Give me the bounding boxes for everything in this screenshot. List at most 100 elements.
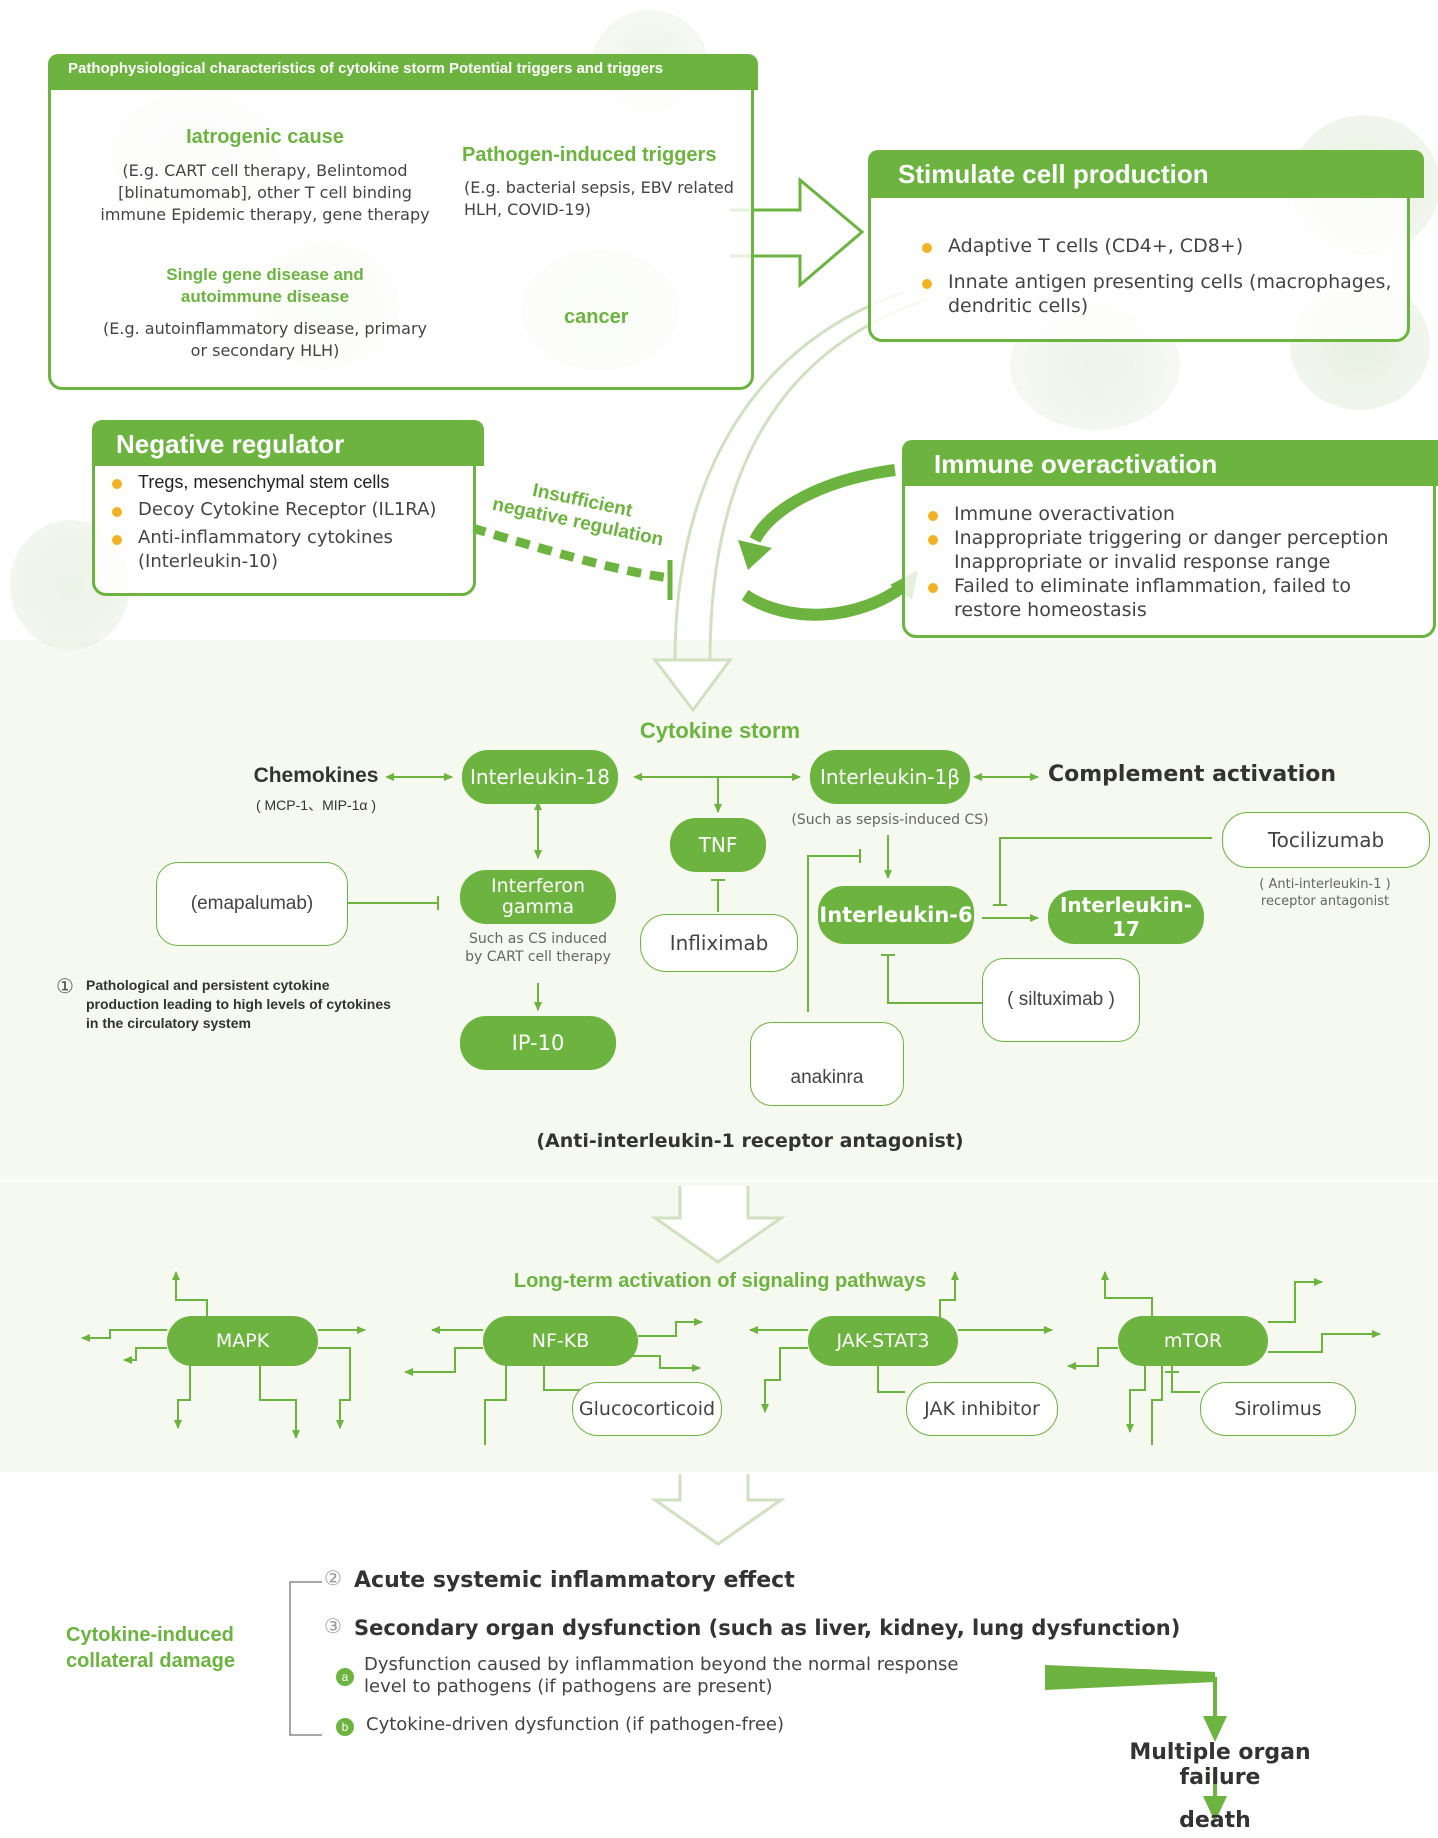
desc-line: immune Epidemic therapy, gene therapy (100, 205, 430, 224)
damage-item: Secondary organ dysfunction (such as liv… (354, 1616, 1181, 1640)
node-label: NF-KB (531, 1330, 590, 1352)
interleukin-1b-node: Interleukin-1β (810, 750, 970, 804)
item-line: Anti-inflammatory cytokines (138, 527, 393, 548)
damage-badge: a (336, 1668, 354, 1686)
note-number: ① (56, 976, 74, 998)
desc-line: HLH, COVID-19) (464, 200, 591, 219)
label-line: collateral damage (66, 1650, 235, 1672)
jak-inhibitor-drug: JAK inhibitor (906, 1382, 1058, 1436)
anakinra-drug: anakinra (750, 1022, 904, 1106)
node-label: JAK-STAT3 (836, 1330, 930, 1352)
immune-item: Inappropriate triggering or danger perce… (928, 526, 1428, 574)
chemokines-label: Chemokines (253, 764, 379, 787)
node-label: TNF (698, 833, 738, 857)
damage-label: Cytokine-induced collateral damage (66, 1622, 286, 1674)
triggers-box (48, 54, 754, 390)
interleukin-18-node: Interleukin-18 (462, 750, 618, 804)
ifn-note: Such as CS induced by CART cell therapy (438, 930, 638, 966)
stimulate-header: Stimulate cell production (868, 150, 1424, 198)
interleukin-6-node: Interleukin-6 (818, 886, 974, 944)
tocilizumab-drug: Tocilizumab (1222, 812, 1430, 868)
sepsis-note: (Such as sepsis-induced CS) (791, 812, 989, 828)
desc-line: (E.g. bacterial sepsis, EBV related (464, 178, 734, 197)
node-label: Interleukin-6 (819, 903, 973, 927)
sirolimus-drug: Sirolimus (1200, 1382, 1356, 1436)
immune-item: Immune overactivation (928, 502, 1428, 526)
label-line: Cytokine-induced (66, 1624, 234, 1646)
title-line: autoimmune disease (180, 287, 350, 306)
stimulate-item: Innate antigen presenting cells (macroph… (922, 270, 1402, 318)
tocilizumab-note: ( Anti-interleukin-1 ) receptor antagoni… (1222, 876, 1428, 910)
iatrogenic-title: Iatrogenic cause (186, 126, 344, 148)
ip-10-node: IP-10 (460, 1016, 616, 1070)
note-line: Pathological and persistent cytokine (86, 977, 330, 993)
single-gene-title: Single gene disease and autoimmune disea… (120, 264, 410, 308)
item-line: level to pathogens (if pathogens are pre… (364, 1676, 773, 1697)
node-line: gamma (501, 896, 575, 918)
complement-label: Complement activation (1048, 762, 1337, 787)
item-line: restore homeostasis (954, 599, 1147, 621)
negative-regulator-item: Tregs, mesenchymal stem cells (112, 470, 472, 494)
negative-regulator-item: Decoy Cytokine Receptor (IL1RA) (112, 498, 472, 522)
glucocorticoid-drug: Glucocorticoid (572, 1382, 722, 1436)
mtor-node: mTOR (1118, 1316, 1268, 1366)
item-line: Inappropriate or invalid response range (954, 551, 1331, 573)
triggers-header: Pathophysiological characteristics of cy… (48, 54, 758, 90)
jak-stat3-node: JAK-STAT3 (808, 1316, 958, 1366)
tnf-node: TNF (670, 818, 766, 872)
negative-regulator-list: Tregs, mesenchymal stem cells Decoy Cyto… (112, 470, 472, 574)
item-line: dendritic cells) (948, 295, 1089, 317)
drug-label: JAK inhibitor (924, 1398, 1040, 1420)
note-line: by CART cell therapy (465, 949, 611, 965)
item-line: (Interleukin-10) (138, 551, 279, 572)
damage-item: Acute systemic inflammatory effect (354, 1568, 795, 1593)
pathogen-desc: (E.g. bacterial sepsis, EBV related HLH,… (464, 177, 764, 221)
nfkb-node: NF-KB (483, 1316, 638, 1366)
desc-line: (E.g. CART cell therapy, Belintomod (122, 161, 408, 180)
desc-line: (E.g. autoinflammatory disease, primary (103, 319, 427, 338)
node-label: mTOR (1163, 1330, 1223, 1352)
immune-header: Immune overactivation (902, 440, 1438, 486)
drug-label: Sirolimus (1234, 1398, 1322, 1420)
stimulate-list: Adaptive T cells (CD4+, CD8+) Innate ant… (922, 234, 1402, 318)
item-line: Innate antigen presenting cells (macroph… (948, 271, 1392, 293)
drug-label: anakinra (790, 1067, 864, 1088)
immune-item: Failed to eliminate inflammation, failed… (928, 574, 1428, 622)
cancer-label: cancer (564, 306, 629, 328)
node-label: Interleukin-18 (470, 765, 610, 789)
pathogen-title: Pathogen-induced triggers (462, 144, 717, 166)
item-line: Inappropriate triggering or danger perce… (954, 527, 1389, 549)
item-line: Failed to eliminate inflammation, failed… (954, 575, 1352, 597)
title-line: Single gene disease and (166, 265, 364, 284)
note-line: Such as CS induced (469, 931, 607, 947)
node-label: Interleukin-17 (1059, 893, 1193, 941)
damage-subitem: Cytokine-driven dysfunction (if pathogen… (366, 1714, 785, 1735)
damage-subitem: Dysfunction caused by inflammation beyon… (364, 1654, 1004, 1698)
drug-label: Tocilizumab (1267, 828, 1385, 852)
chemokines-sub: ( MCP-1、MIP-1α ) (255, 797, 377, 813)
note-line: production leading to high levels of cyt… (86, 996, 391, 1012)
node-label: IP-10 (511, 1031, 565, 1055)
drug-label: Glucocorticoid (578, 1398, 716, 1420)
immune-title: Immune overactivation (934, 449, 1218, 479)
emapalumab-drug: (emapalumab) (156, 862, 348, 946)
negative-regulator-header: Negative regulator (92, 420, 484, 466)
desc-line: [blinatumomab], other T cell binding (118, 183, 412, 202)
note-line: in the circulatory system (86, 1015, 251, 1031)
damage-number: ② (324, 1568, 342, 1590)
single-gene-desc: (E.g. autoinflammatory disease, primary … (70, 318, 460, 362)
node-line: Interferon (490, 875, 586, 897)
stimulate-title: Stimulate cell production (898, 159, 1209, 189)
item-line: Dysfunction caused by inflammation beyon… (364, 1654, 959, 1675)
note-line: ( Anti-interleukin-1 ) (1259, 877, 1391, 892)
triggers-header-text: Pathophysiological characteristics of cy… (68, 60, 664, 77)
negative-regulator-title: Negative regulator (116, 429, 345, 459)
interleukin-17-node: Interleukin-17 (1048, 890, 1204, 944)
siltuximab-drug: ( siltuximab ) (982, 958, 1140, 1042)
stimulate-item: Adaptive T cells (CD4+, CD8+) (922, 234, 1402, 258)
storm-title: Cytokine storm (639, 718, 801, 743)
drug-label: ( siltuximab ) (1007, 989, 1115, 1010)
node-label: MAPK (215, 1330, 270, 1352)
multiple-organ-failure: Multiple organ failure (1129, 1740, 1311, 1790)
drug-label: (emapalumab) (190, 893, 314, 914)
